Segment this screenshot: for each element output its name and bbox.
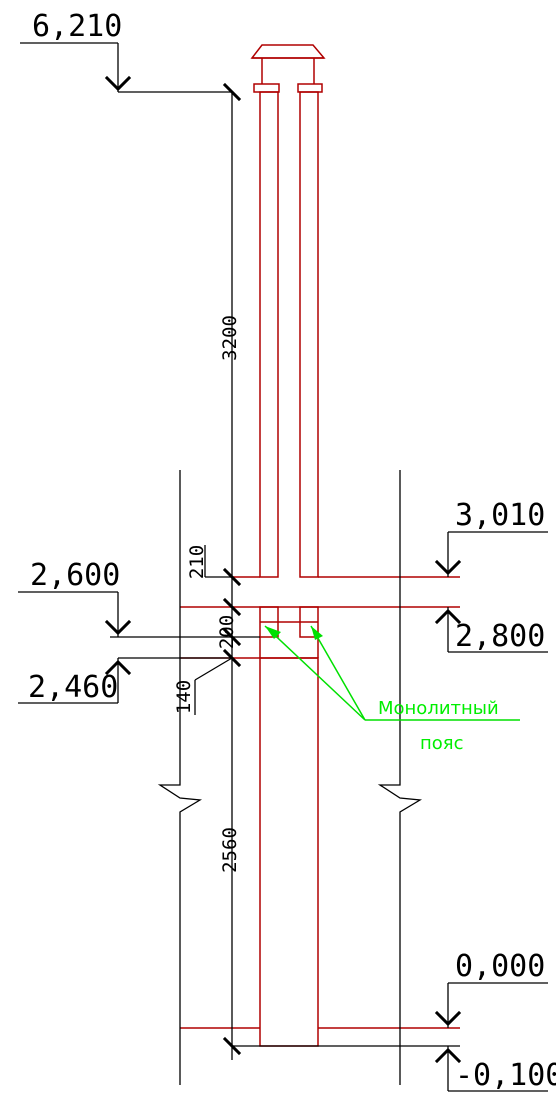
dimension-3200: 3200 [219, 315, 241, 361]
dimension-140-leader [194, 657, 233, 715]
level-marker-0000 [434, 982, 548, 1028]
wall-break-lines [157, 470, 423, 1085]
level-marker-minus-0100 [434, 1046, 548, 1092]
monolithic-belt [259, 606, 319, 638]
slab-lines [110, 576, 460, 1047]
level-label-0000: 0,000 [455, 949, 545, 984]
level-label-2600: 2,600 [30, 558, 120, 593]
dimension-140: 140 [173, 680, 195, 714]
level-marker-2460 [18, 657, 232, 704]
note-line-2: пояс [420, 733, 464, 754]
level-label-2460: 2,460 [28, 670, 118, 705]
level-marker-6210 [20, 42, 232, 93]
dimension-210: 210 [186, 545, 208, 579]
level-marker-2600 [18, 591, 132, 637]
level-label-2800: 2,800 [455, 619, 545, 654]
chimney-cap [250, 44, 326, 93]
dimension-2560: 2560 [219, 827, 241, 873]
chimney-pipe [259, 91, 319, 578]
note-line-1: Монолитный [378, 698, 499, 719]
level-marker-3010 [434, 531, 548, 577]
lower-wall [259, 637, 319, 1047]
level-marker-2800 [434, 607, 548, 653]
level-label-3010: 3,010 [455, 498, 545, 533]
level-label-minus-0100: -0,100 [455, 1058, 556, 1093]
dimension-210-leader [204, 545, 232, 578]
vertical-dimension-line [222, 82, 242, 1060]
dimension-200: 200 [216, 615, 238, 649]
level-label-6210: 6,210 [32, 9, 122, 44]
monolithic-belt-leader [264, 625, 520, 721]
